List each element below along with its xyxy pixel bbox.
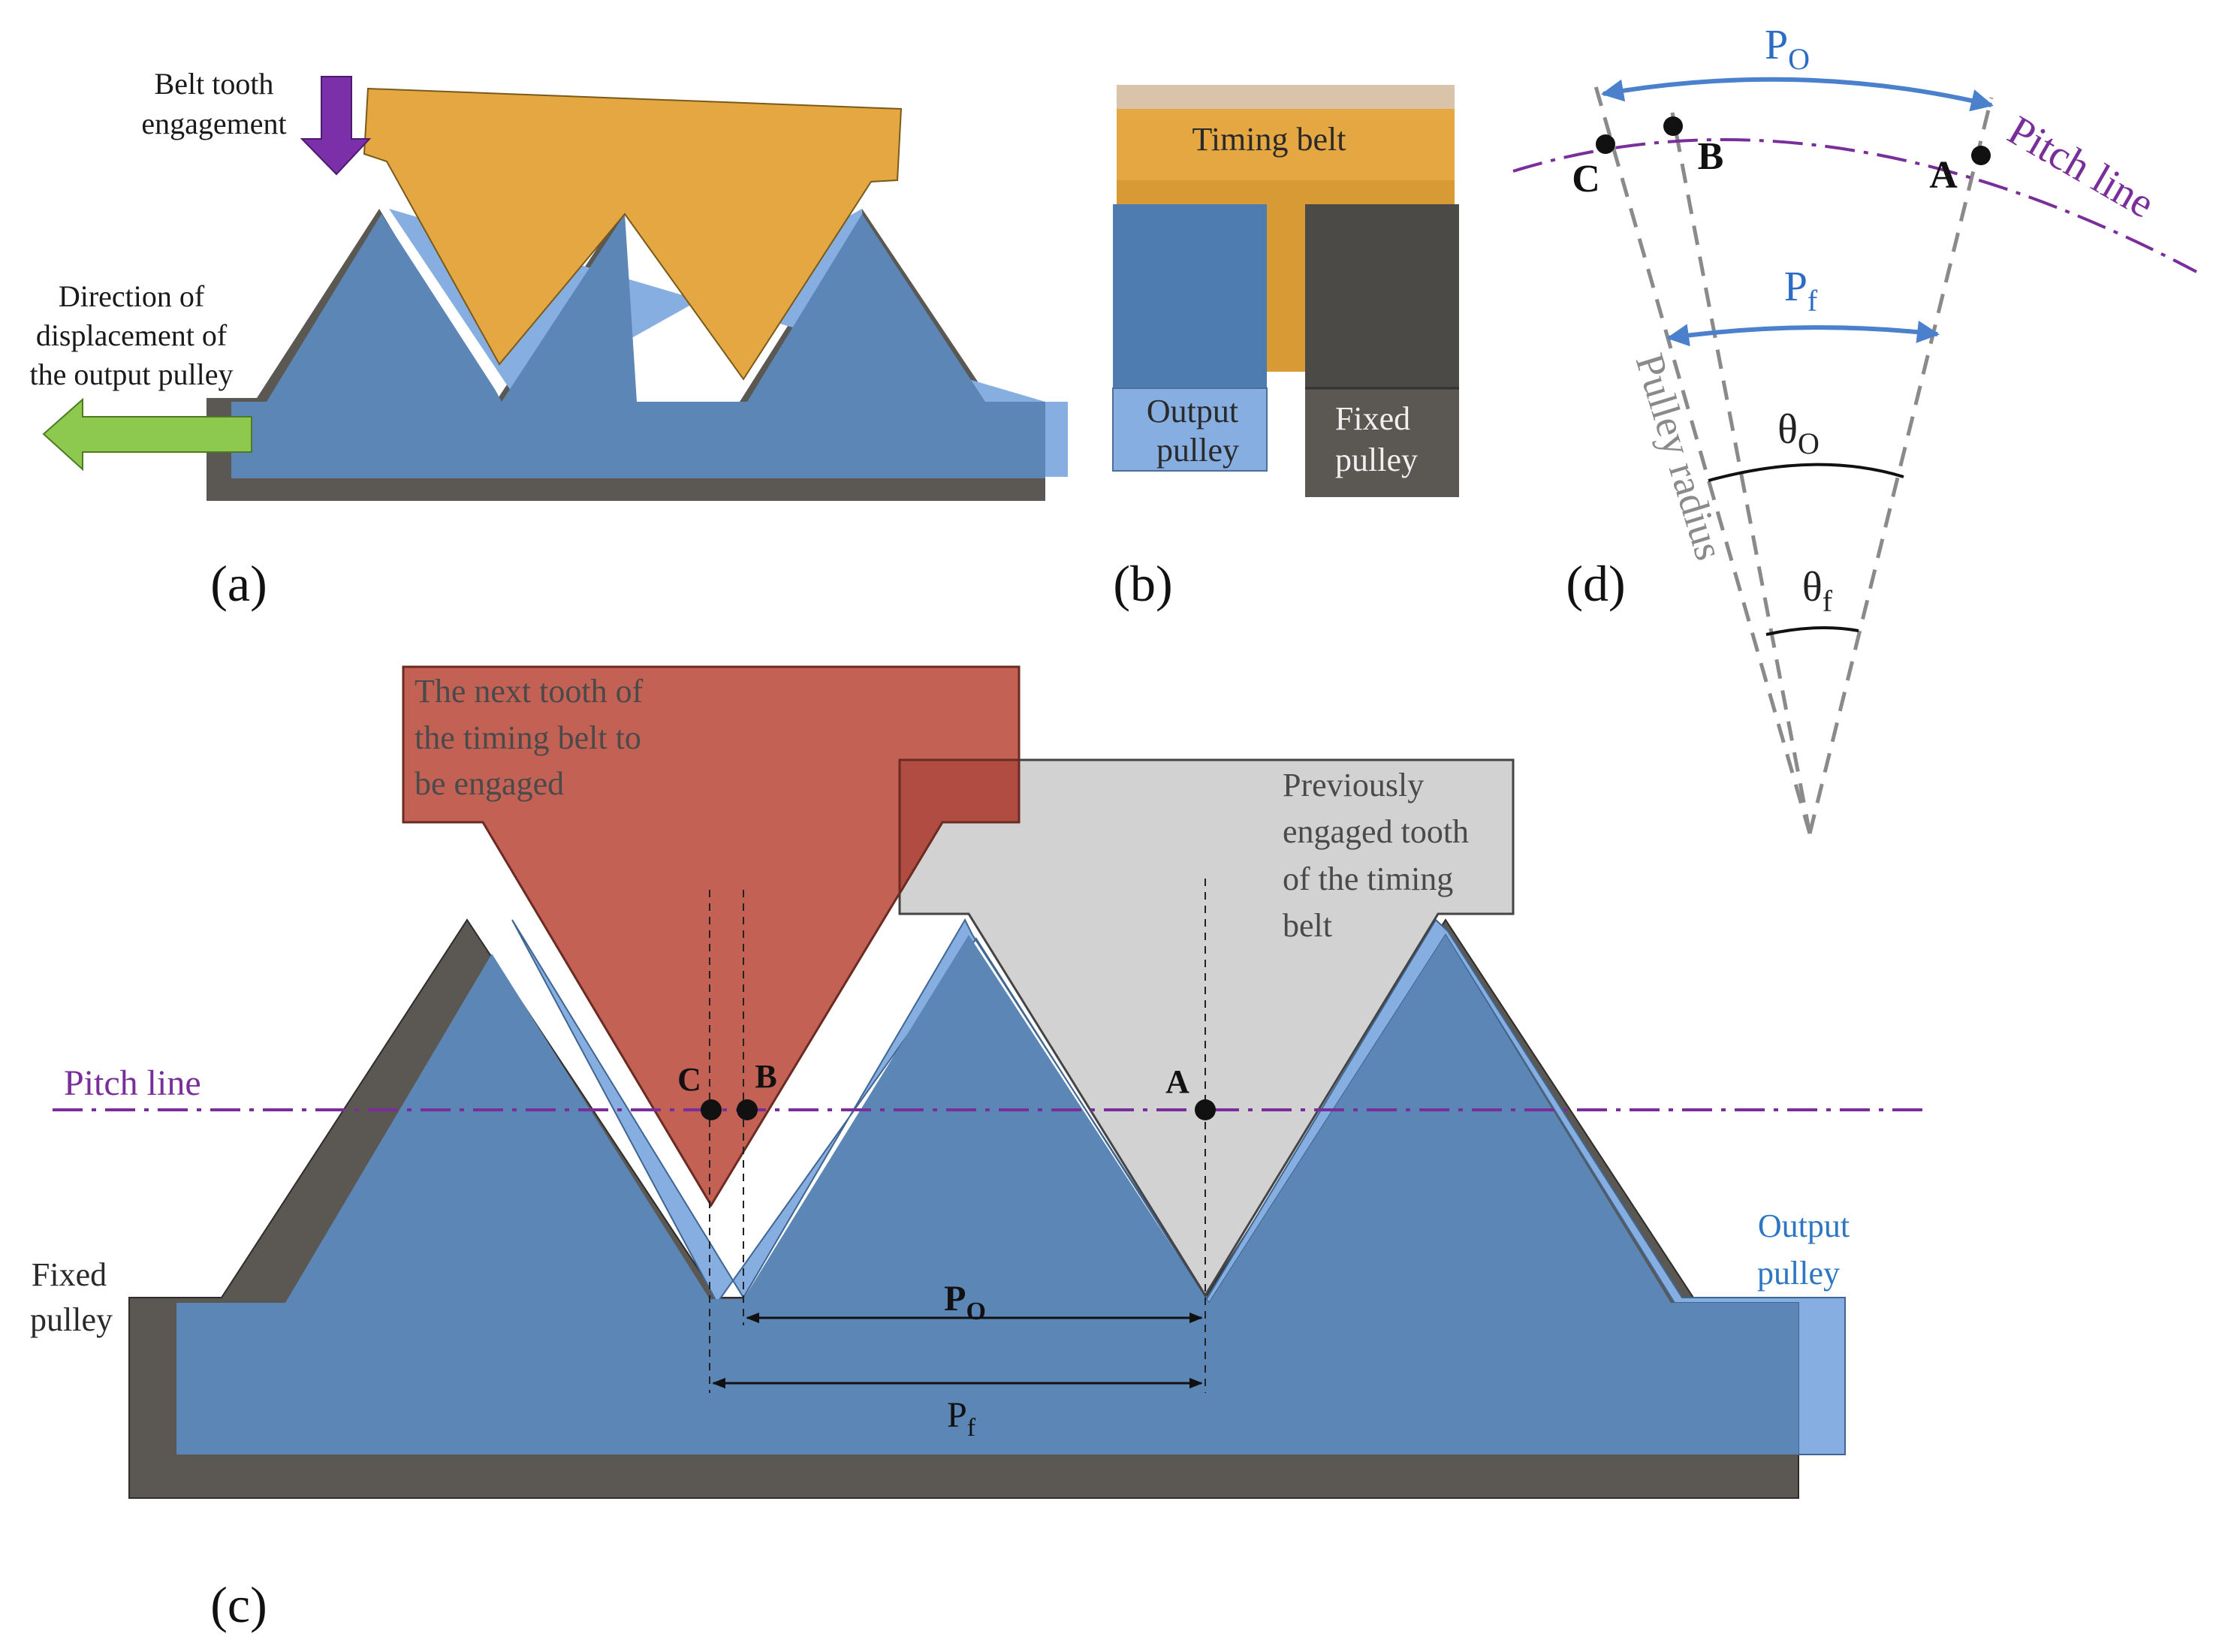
panel-c: C B A PO Pf The next tooth of the timing… xyxy=(30,665,1930,1633)
point-b-label-d: B xyxy=(1698,135,1724,178)
direction-label-1: Direction of xyxy=(59,279,205,313)
pitch-line-label-d: Pitch line xyxy=(2000,107,2163,228)
pf-label-d: Pf xyxy=(1784,264,1818,318)
point-b-label-c: B xyxy=(755,1058,776,1095)
prev-tooth-shape xyxy=(898,758,1515,1298)
prev-tooth-label-4: belt xyxy=(1283,907,1332,944)
panel-d-label: (d) xyxy=(1566,555,1625,612)
output-pulley-label-2: pulley xyxy=(1156,432,1239,469)
pf-arrow xyxy=(1666,321,1940,347)
pf-label-c: Pf xyxy=(947,1395,976,1442)
fixed-pulley-b-lower xyxy=(1305,388,1459,497)
point-c-label-c: C xyxy=(677,1061,701,1098)
fixed-pulley-label-c-1: Fixed xyxy=(32,1256,107,1293)
belt-back xyxy=(1117,85,1455,109)
po-label-d: PO xyxy=(1765,22,1810,76)
pitch-line-label-c: Pitch line xyxy=(64,1063,201,1103)
point-a-d xyxy=(1971,146,1991,165)
point-a-label-c: A xyxy=(1165,1063,1189,1100)
point-c-c xyxy=(701,1099,722,1120)
direction-label-2: displacement of xyxy=(36,318,228,352)
next-tooth-label-3: be engaged xyxy=(415,765,564,802)
engagement-arrow xyxy=(300,76,372,176)
engagement-label-2: engagement xyxy=(141,107,286,140)
next-tooth-shape xyxy=(402,665,1021,1207)
point-c-label-d: C xyxy=(1572,158,1600,200)
output-pulley-shape-a xyxy=(231,214,1045,478)
output-pulley-label-c-2: pulley xyxy=(1757,1255,1840,1292)
next-tooth-label-1: The next tooth of xyxy=(415,673,644,710)
output-pulley-label-c-1: Output xyxy=(1758,1207,1850,1244)
pulley-radius-label: Pulley radius xyxy=(1627,348,1732,565)
prev-tooth-label-1: Previously xyxy=(1283,767,1424,803)
timing-belt-label: Timing belt xyxy=(1192,121,1346,158)
next-tooth-label-2: the timing belt to xyxy=(415,719,641,756)
direction-arrow xyxy=(42,397,252,472)
fixed-pulley-label-1: Fixed xyxy=(1335,400,1410,437)
fixed-pulley-b xyxy=(1305,204,1459,388)
radius-line-b xyxy=(1670,112,1812,834)
po-label-c: PO xyxy=(944,1279,986,1325)
radius-line-a xyxy=(1807,97,1994,834)
point-c-d xyxy=(1596,134,1615,154)
point-b-c xyxy=(737,1099,758,1120)
panel-a-label: (a) xyxy=(210,555,267,612)
timing-belt-shape-a xyxy=(363,87,903,381)
prev-tooth-label-3: of the timing xyxy=(1283,861,1453,897)
output-pulley-b xyxy=(1113,204,1267,388)
panel-a: Belt tooth engagement Direction of displ… xyxy=(29,67,1068,612)
theta-o-arc xyxy=(1708,463,1904,482)
panel-c-label: (c) xyxy=(210,1576,267,1633)
fixed-pulley-label-c-2: pulley xyxy=(30,1301,113,1338)
point-b-d xyxy=(1663,116,1683,136)
timing-belt-b xyxy=(1117,109,1455,180)
fixed-pulley-label-2: pulley xyxy=(1335,442,1418,478)
theta-f-label: θf xyxy=(1802,564,1833,618)
radius-line-c xyxy=(1593,86,1812,834)
point-a-label-d: A xyxy=(1929,154,1958,197)
prev-tooth-label-2: engaged tooth xyxy=(1283,813,1469,850)
direction-label-3: the output pulley xyxy=(29,357,233,391)
theta-o-label: θO xyxy=(1777,406,1820,460)
tooth-overlap xyxy=(898,758,1021,898)
panel-d: C B A PO Pf θO θf Pitch line Pulley radi… xyxy=(1512,22,2197,834)
output-pulley-b-lower xyxy=(1112,387,1268,472)
theta-f-arc xyxy=(1765,626,1859,636)
output-pulley-label-1: Output xyxy=(1147,393,1238,430)
point-a-c xyxy=(1195,1099,1216,1120)
output-pulley-shape-c xyxy=(176,935,1798,1455)
panel-b-label: (b) xyxy=(1113,555,1172,612)
output-pulley-edge-c xyxy=(511,918,1846,1455)
engagement-label-1: Belt tooth xyxy=(155,67,274,101)
po-arrow xyxy=(1601,77,1994,112)
panel-b: Timing belt Output pulley Fixed pulley (… xyxy=(1112,85,1459,612)
